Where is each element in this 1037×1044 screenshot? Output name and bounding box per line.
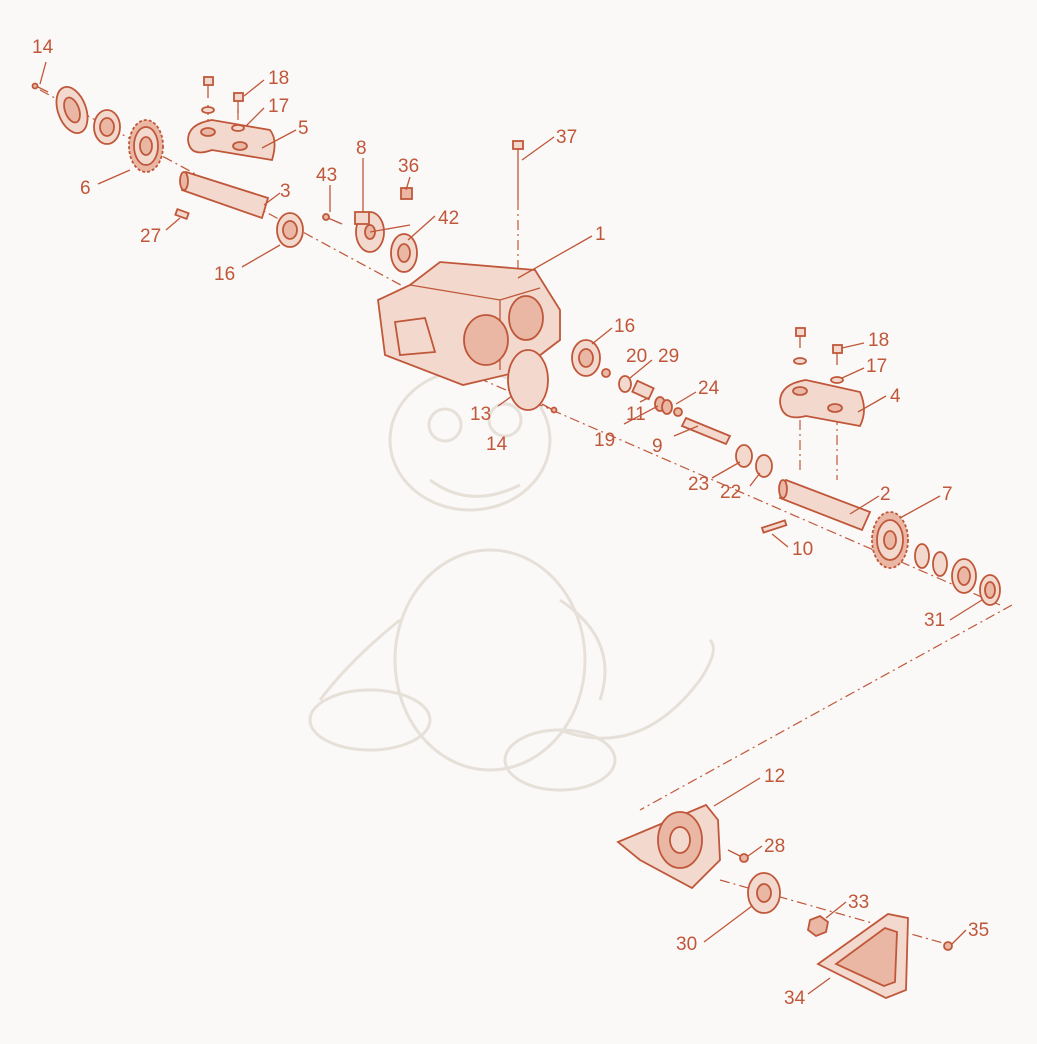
- callout-12: 12: [764, 766, 785, 787]
- part-18-top-bolts: [203, 76, 244, 113]
- callout-30: 30: [676, 934, 697, 955]
- part-27-key: [174, 207, 190, 221]
- callout-9: 9: [652, 436, 663, 457]
- part-9-shaft: [680, 416, 732, 446]
- part-10-key: [760, 519, 788, 534]
- callout-7: 7: [942, 484, 953, 505]
- part-16-mid-bearing: [571, 339, 601, 377]
- callout-18-top: 18: [268, 68, 289, 89]
- callout-8: 8: [356, 138, 367, 159]
- part-42-seal: [390, 233, 418, 273]
- leader-lines: [39, 61, 983, 995]
- callout-24: 24: [698, 378, 720, 399]
- part-29-spacer: [631, 379, 655, 401]
- part-cover-ring-top-left: [55, 86, 89, 134]
- part-14-mid-screw: [541, 403, 558, 414]
- part-bearing-top-left: [93, 109, 121, 145]
- callout-3: 3: [280, 181, 291, 202]
- part-22-ring: [755, 454, 773, 478]
- callout-6: 6: [80, 178, 91, 199]
- part-6-gear: [128, 119, 164, 173]
- callout-23: 23: [688, 474, 709, 495]
- callout-20: 20: [626, 346, 647, 367]
- callout-29: 29: [658, 346, 679, 367]
- callout-35: 35: [968, 920, 989, 941]
- part-bearing-right: [951, 558, 977, 594]
- part-7-gear: [871, 511, 909, 569]
- part-4-bearing-cap: [779, 379, 865, 428]
- part-18-right-bolts: [795, 327, 843, 365]
- callout-2: 2: [880, 484, 891, 505]
- part-11-bushing: [618, 375, 632, 393]
- part-34-cover: [816, 913, 909, 999]
- callout-31: 31: [924, 610, 945, 631]
- callout-22: 22: [720, 482, 741, 503]
- callout-27: 27: [140, 226, 161, 247]
- part-17-right-washers: [793, 357, 844, 384]
- callout-4: 4: [890, 386, 901, 407]
- callout-36: 36: [398, 156, 419, 177]
- callout-34: 34: [784, 988, 806, 1009]
- callout-37: 37: [556, 127, 577, 148]
- part-8-flange: [354, 211, 385, 253]
- part-16-top-bearing: [276, 212, 304, 248]
- callout-33: 33: [848, 892, 869, 913]
- callout-16-top: 16: [214, 264, 235, 285]
- part-23-ring: [735, 444, 753, 468]
- part-24-ring: [673, 407, 683, 417]
- part-33-nut: [807, 914, 829, 938]
- callout-labels: 14 18 17 5 6 3 27 16 43 8 36 42 37 1 16 …: [32, 37, 989, 1009]
- part-14-top-screw: [31, 82, 49, 93]
- callout-17-right: 17: [866, 356, 887, 377]
- callout-14-top: 14: [32, 37, 54, 58]
- part-1-housing: [377, 261, 561, 386]
- callout-10: 10: [792, 539, 813, 560]
- part-28-screw: [727, 849, 749, 863]
- part-17-top-washers: [201, 106, 245, 132]
- callout-43: 43: [316, 165, 337, 186]
- callout-42: 42: [438, 208, 459, 229]
- part-35-screw: [943, 941, 953, 951]
- part-12-cover-plate: [616, 803, 721, 890]
- callout-11: 11: [626, 404, 646, 425]
- callout-17-top: 17: [268, 96, 289, 117]
- callout-5: 5: [298, 118, 309, 139]
- part-3-shaft: [179, 170, 270, 220]
- part-2-shaft: [778, 478, 872, 532]
- callout-18-right: 18: [868, 330, 889, 351]
- part-31-seal: [979, 574, 1001, 606]
- part-37-stud: [512, 140, 524, 200]
- callout-13: 13: [470, 404, 491, 425]
- part-5-bearing-cap: [187, 119, 276, 162]
- part-30-hub: [747, 872, 781, 914]
- part-13-gasket: [507, 349, 549, 411]
- part-20-ring: [601, 368, 611, 378]
- callout-1: 1: [595, 224, 606, 245]
- part-spacers-right: [914, 543, 948, 577]
- part-19-spring: [654, 396, 673, 415]
- part-43-screw: [322, 213, 343, 225]
- baby-dragon-icon: [308, 368, 715, 792]
- callout-14-mid: 14: [486, 434, 508, 455]
- callout-28: 28: [764, 836, 785, 857]
- callout-16-mid: 16: [614, 316, 635, 337]
- callout-19: 19: [594, 430, 615, 451]
